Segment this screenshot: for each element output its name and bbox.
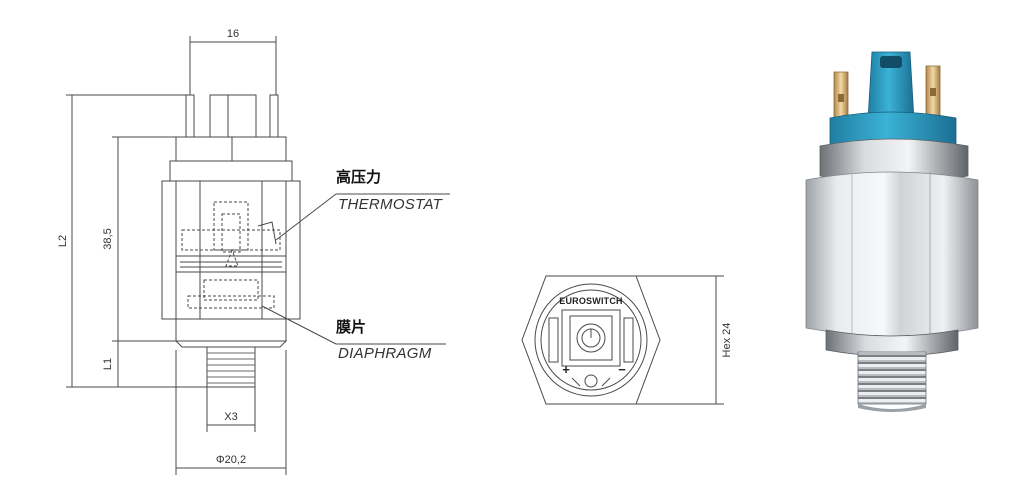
- dim-hex: Hex 24: [721, 323, 733, 358]
- minus-mark: −: [618, 362, 626, 377]
- product-photo: [805, 51, 979, 412]
- dim-width-top: 16: [227, 28, 239, 40]
- label-thermostat-en: THERMOSTAT: [338, 196, 444, 213]
- dim-height-thread: L1: [102, 358, 114, 370]
- label-thermostat-cn: 高压力: [336, 168, 381, 186]
- top-view: [521, 275, 724, 405]
- plus-mark: +: [562, 362, 570, 377]
- dim-diameter: Φ20,2: [216, 454, 246, 466]
- dim-height-body: 38,5: [102, 228, 114, 249]
- side-view: [66, 36, 450, 475]
- brand-logo: EUROSWITCH: [559, 296, 623, 306]
- dim-thread: X3: [224, 411, 237, 423]
- dim-height-total: L2: [57, 235, 69, 247]
- label-diaphragm-en: DIAPHRAGM: [338, 345, 432, 362]
- label-diaphragm-cn: 膜片: [336, 318, 366, 336]
